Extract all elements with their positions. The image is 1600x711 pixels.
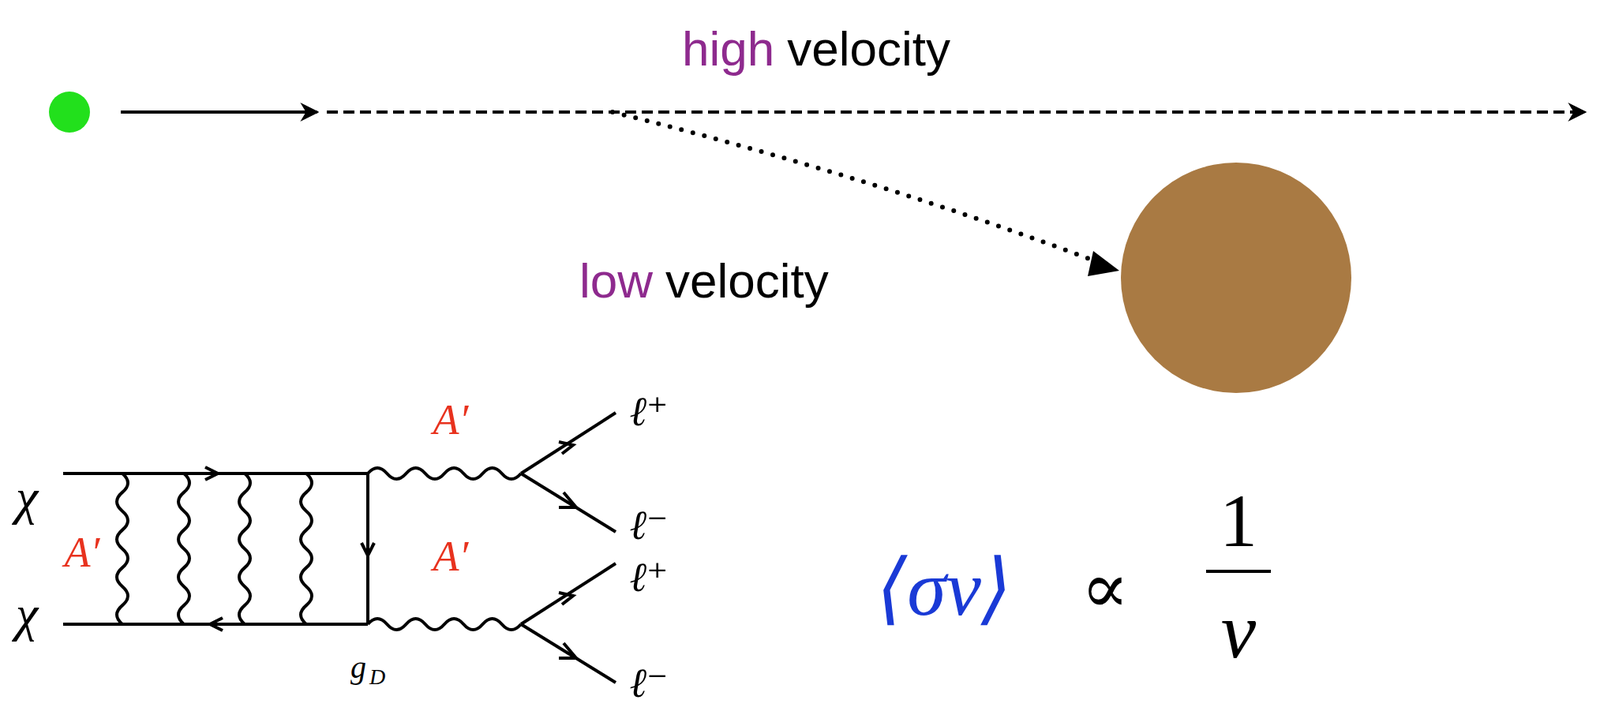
arrow-mark [558,492,577,508]
speed-word: low [579,256,653,306]
boson-label: A′ [64,531,101,574]
proportional-sign: ∝ [1081,553,1130,625]
arrow-mark [361,543,375,556]
low-velocity-path [612,112,1109,267]
speed-word: high [681,24,775,74]
boson-label: A′ [433,398,469,442]
velocity-arrow [120,110,318,114]
photon-line [178,473,190,625]
particle-dot [48,91,90,133]
lepton-line [520,412,616,474]
denominator: v [1221,592,1256,671]
numerator: 1 [1219,483,1258,559]
photon-line [116,473,128,625]
arrow-mark [558,442,574,454]
lepton-label: ℓ⁺ [629,557,668,599]
lepton-line [520,473,616,533]
arrow-mark [558,643,577,659]
fraction-bar [1206,569,1271,574]
caption-word: velocity [665,256,829,306]
lepton-line [520,563,616,625]
arrow-mark [209,618,223,631]
planet [1120,162,1352,394]
photon-line [367,618,521,630]
photon-line [300,473,312,625]
lepton-label: ℓ⁻ [629,663,668,705]
lepton-label: ℓ⁻ [629,505,668,547]
feynman-diagram [63,412,616,683]
lepton-label: ℓ⁺ [629,391,668,433]
boson-label: A′ [433,535,469,578]
arrow-head [1087,251,1120,277]
cross-section: ⟨σv⟩ [876,549,1012,629]
particle-label: χ [15,588,38,640]
photon-line [239,473,251,625]
lepton-line [520,624,616,683]
high-velocity-path [326,110,1586,114]
coupling-subscript: D [369,666,386,689]
photon-line [367,468,521,480]
caption-word: velocity [786,24,951,74]
arrow-mark [558,592,574,605]
fermion-line [366,473,370,625]
coupling-label: g [350,651,367,684]
arrow-mark [205,467,218,480]
particle-label: χ [15,472,38,523]
